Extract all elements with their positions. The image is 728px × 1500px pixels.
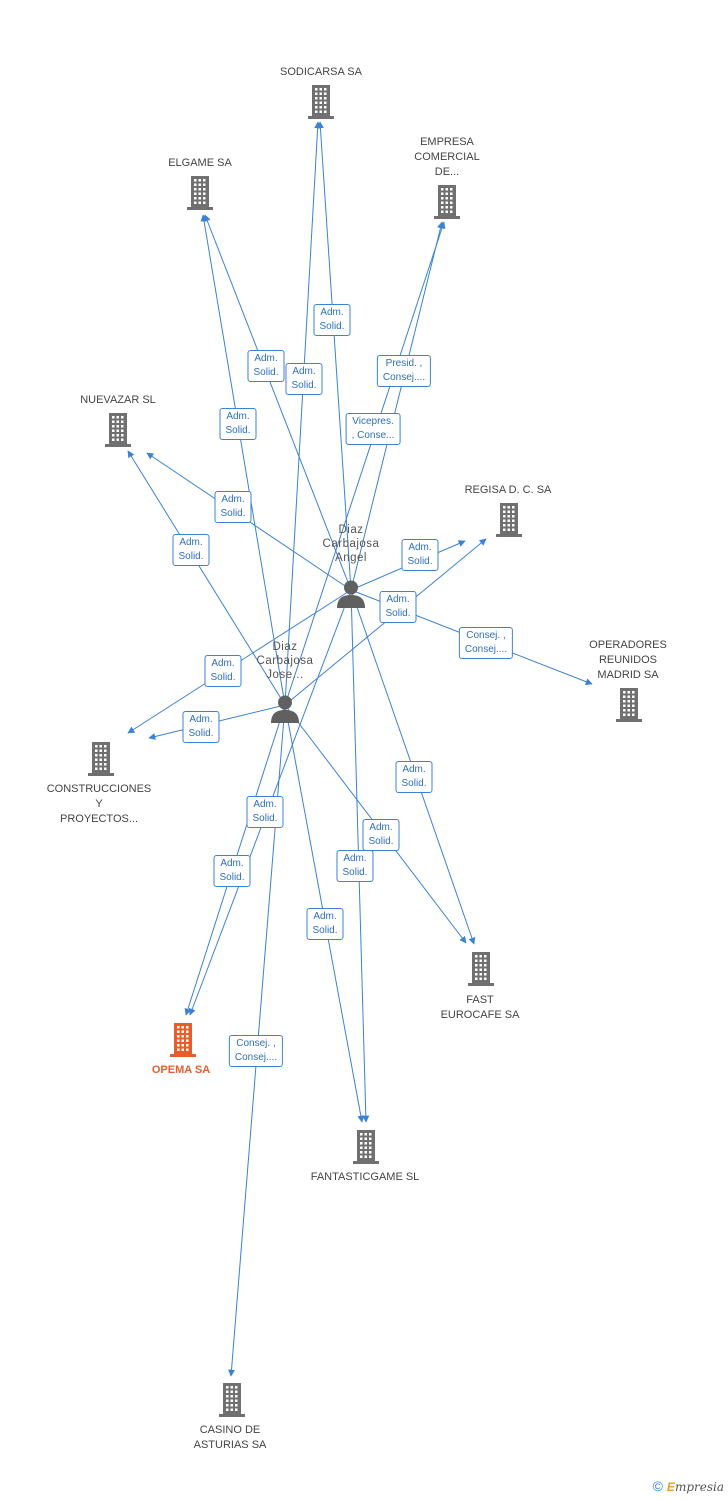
edge-angel-sodicarsa bbox=[316, 121, 352, 591]
edge-label-angel-nuevazar[interactable]: Adm. Solid. bbox=[214, 491, 252, 523]
building-icon[interactable] bbox=[185, 176, 215, 215]
person-icon[interactable] bbox=[270, 695, 300, 728]
edge-angel-elgame bbox=[204, 214, 352, 591]
building-icon[interactable] bbox=[351, 1130, 381, 1169]
building-icon[interactable] bbox=[614, 688, 644, 727]
company-label-empresa[interactable]: EMPRESA COMERCIAL DE... bbox=[414, 136, 480, 178]
edge-jose-nuevazar bbox=[127, 450, 286, 706]
building-icon[interactable] bbox=[432, 185, 462, 224]
company-label-nuevazar[interactable]: NUEVAZAR SL bbox=[80, 394, 156, 406]
edge-label-angel-opema[interactable]: Adm. Solid. bbox=[246, 796, 284, 828]
person-icon[interactable] bbox=[336, 580, 366, 613]
company-label-operadores[interactable]: OPERADORES REUNIDOS MADRID SA bbox=[589, 639, 667, 681]
company-label-casino[interactable]: CASINO DE ASTURIAS SA bbox=[193, 1424, 267, 1451]
person-label-jose[interactable]: Diaz Carbajosa Jose... bbox=[256, 641, 314, 681]
company-label-construcciones[interactable]: CONSTRUCCIONES Y PROYECTOS... bbox=[46, 783, 152, 825]
edge-label-angel-fantasticgame[interactable]: Adm. Solid. bbox=[336, 850, 374, 882]
building-icon[interactable] bbox=[306, 85, 336, 124]
copyright-icon: © bbox=[652, 1478, 663, 1494]
edge-label-angel-fast[interactable]: Adm. Solid. bbox=[395, 761, 433, 793]
edge-label-angel-regisa[interactable]: Adm. Solid. bbox=[401, 539, 439, 571]
building-icon[interactable] bbox=[103, 413, 133, 452]
edge-label-jose-fast[interactable]: Adm. Solid. bbox=[362, 819, 400, 851]
edge-jose-sodicarsa bbox=[284, 121, 322, 706]
brand-initial: E bbox=[666, 1480, 675, 1494]
edge-label-jose-casino[interactable]: Consej. , Consej.... bbox=[228, 1035, 284, 1067]
edge-label-angel-construcciones[interactable]: Adm. Solid. bbox=[204, 655, 242, 687]
edge-label-jose-opema[interactable]: Adm. Solid. bbox=[213, 855, 251, 887]
edge-label-jose-construcciones[interactable]: Adm. Solid. bbox=[182, 711, 220, 743]
brand-name: mpresia bbox=[674, 1480, 724, 1494]
edge-label-jose-sodicarsa[interactable]: Adm. Solid. bbox=[285, 363, 323, 395]
edge-jose-elgame bbox=[200, 214, 286, 706]
edge-label-angel-empresa[interactable]: Presid. , Consej.... bbox=[376, 355, 432, 387]
building-icon[interactable] bbox=[494, 503, 524, 542]
edge-label-angel-sodicarsa[interactable]: Adm. Solid. bbox=[313, 304, 351, 336]
edge-label-jose-regisa[interactable]: Adm. Solid. bbox=[379, 591, 417, 623]
company-label-regisa[interactable]: REGISA D. C. SA bbox=[464, 484, 552, 496]
edge-label-jose-empresa[interactable]: Vicepres. , Conse... bbox=[345, 413, 401, 445]
company-label-fast[interactable]: FAST EUROCAFE SA bbox=[440, 994, 520, 1021]
company-label-opema[interactable]: OPEMA SA bbox=[151, 1064, 211, 1076]
company-label-elgame[interactable]: ELGAME SA bbox=[168, 157, 232, 169]
edge-label-jose-fantasticgame[interactable]: Adm. Solid. bbox=[306, 908, 344, 940]
building-icon[interactable] bbox=[217, 1383, 247, 1422]
building-icon[interactable] bbox=[466, 952, 496, 991]
edge-jose-empresa bbox=[284, 221, 446, 706]
edge-label-jose-elgame[interactable]: Adm. Solid. bbox=[219, 408, 257, 440]
building-icon[interactable] bbox=[168, 1023, 198, 1062]
company-label-sodicarsa[interactable]: SODICARSA SA bbox=[280, 66, 362, 78]
building-icon[interactable] bbox=[86, 742, 116, 781]
edge-label-angel-operadores[interactable]: Consej. , Consej.... bbox=[458, 627, 514, 659]
edge-label-jose-nuevazar[interactable]: Adm. Solid. bbox=[172, 534, 210, 566]
edge-angel-empresa bbox=[350, 221, 444, 591]
footer-brand: ©Empresia bbox=[653, 1478, 724, 1494]
edge-label-angel-elgame[interactable]: Adm. Solid. bbox=[247, 350, 285, 382]
person-label-angel[interactable]: Diaz Carbajosa Angel bbox=[322, 524, 380, 564]
company-label-fantasticgame[interactable]: FANTASTICGAME SL bbox=[310, 1171, 420, 1183]
